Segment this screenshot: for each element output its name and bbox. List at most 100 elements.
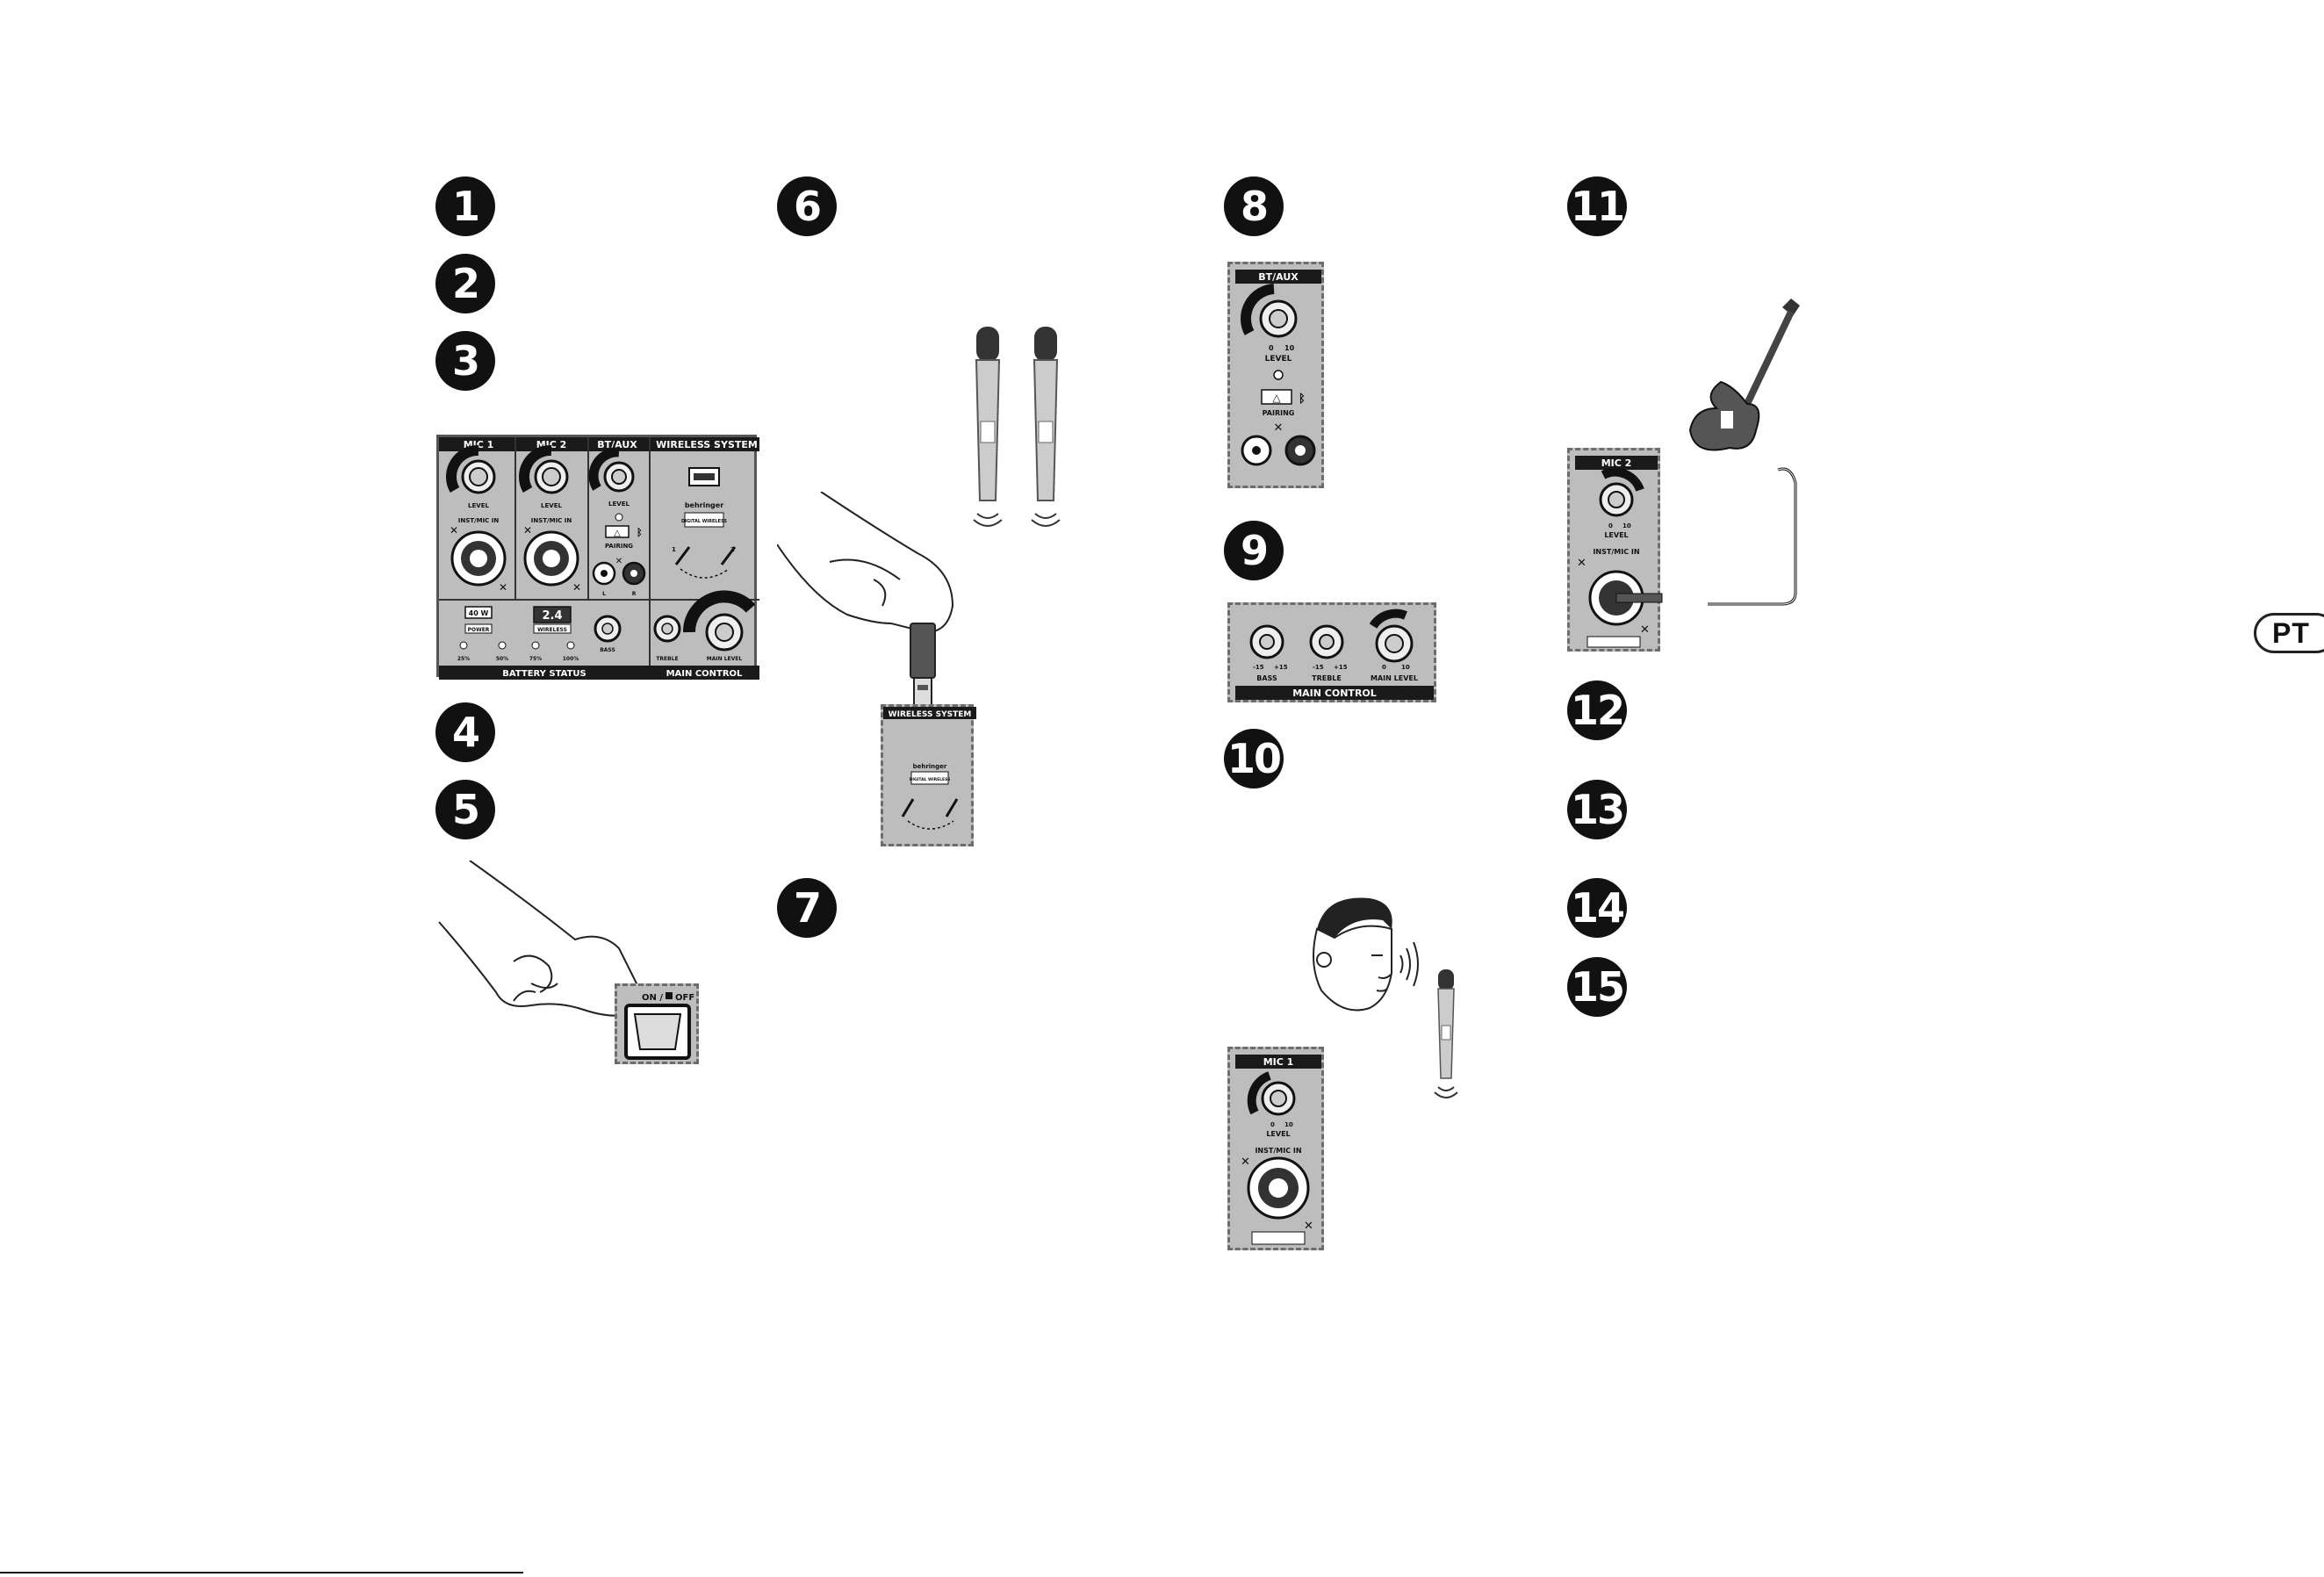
footer-rule	[0, 1572, 523, 1573]
hand-inserting-dongle-illustration	[777, 492, 954, 709]
treble-max-label: +15	[1334, 664, 1348, 671]
battery-100-label: 100%	[563, 656, 579, 662]
main-control-bass-label: BASS	[1256, 674, 1277, 682]
step-6-badge: 6	[777, 176, 837, 236]
wireless-panel-header: WIRELESS SYSTEM	[889, 710, 972, 719]
bluetooth-icon: ᛒ	[637, 527, 643, 538]
wireless-ch1-label: 1	[672, 546, 676, 553]
mic1-panel-input-label: INST/MIC IN	[1255, 1147, 1301, 1155]
mic2-panel-release-icon: ✕	[1577, 557, 1587, 570]
mic2-panel-release-icon-2: ✕	[1640, 623, 1650, 637]
mic1-panel-release-icon-2: ✕	[1304, 1220, 1313, 1233]
main-control-bass-knob[interactable]	[1249, 624, 1284, 659]
aux-release-icon: ✕	[615, 557, 622, 566]
mic1-panel-release-icon: ✕	[1241, 1156, 1250, 1169]
main-control-level-knob[interactable]	[1369, 608, 1414, 663]
main-level-min-label: 0	[1382, 664, 1386, 671]
btaux-level-knob[interactable]	[588, 447, 635, 493]
btaux-panel: BT/AUX 0 10 LEVEL △ ᛒ PAIRING ✕	[1227, 262, 1324, 488]
mic1-level-label: LEVEL	[468, 502, 489, 509]
mic1-combo-jack[interactable]	[450, 530, 507, 587]
pairing-label: PAIRING	[605, 543, 633, 550]
step-1-badge: 1	[435, 176, 495, 236]
mic2-release-icon: ✕	[523, 524, 532, 536]
wireless-mic1-icon	[674, 546, 691, 565]
mic2-panel-combo-jack[interactable]	[1588, 570, 1663, 626]
btaux-panel-bluetooth-icon: ᛒ	[1299, 392, 1306, 406]
mic2-panel-scale-max: 10	[1622, 522, 1631, 529]
btaux-panel-level-label: LEVEL	[1265, 355, 1292, 364]
usb-dongle[interactable]	[910, 623, 936, 709]
mic1-panel-header: MIC 1	[1263, 1056, 1294, 1068]
wireless-badge: 2.4	[542, 609, 562, 623]
power-badge: 40 W	[469, 609, 489, 617]
main-control-label: MAIN CONTROL	[666, 669, 743, 679]
btaux-panel-level-knob[interactable]	[1241, 284, 1298, 338]
wireless-system-panel: WIRELESS SYSTEM behringer DIGITAL WIRELE…	[881, 704, 976, 846]
language-tab[interactable]: PT	[2254, 613, 2324, 653]
wireless-panel-digital-label: DIGITAL WIRELESS	[910, 777, 951, 782]
treble-knob[interactable]	[653, 615, 681, 643]
mic1-panel-combo-jack[interactable]	[1247, 1156, 1310, 1220]
aux-left-label: L	[602, 591, 606, 597]
pairing-button[interactable]	[605, 525, 630, 538]
main-control-footer: MAIN CONTROL	[1292, 688, 1377, 699]
mic1-level-knob[interactable]	[446, 445, 496, 494]
btaux-header: BT/AUX	[597, 439, 637, 450]
brand-logo: behringer	[685, 501, 723, 509]
mic1-panel-level-knob[interactable]	[1247, 1071, 1296, 1116]
step-8-badge: 8	[1224, 176, 1284, 236]
btaux-scale-max: 10	[1284, 344, 1295, 352]
battery-75-label: 75%	[529, 656, 542, 662]
btaux-level-label: LEVEL	[608, 500, 630, 508]
pairing-triangle-icon: △	[614, 529, 621, 538]
step-7-badge: 7	[777, 878, 837, 938]
mic2-level-knob[interactable]	[519, 445, 569, 494]
mic2-panel-input-label: INST/MIC IN	[1593, 548, 1639, 556]
step-3-badge: 3	[435, 331, 495, 391]
electric-guitar-illustration	[1688, 299, 1800, 606]
bass-min-label: -15	[1253, 664, 1264, 671]
battery-25-label: 25%	[457, 656, 470, 662]
btaux-panel-pairing-label: PAIRING	[1263, 409, 1295, 417]
mic1-panel-scale-min: 0	[1270, 1121, 1275, 1128]
main-control-treble-knob[interactable]	[1309, 624, 1344, 659]
power-switch[interactable]	[624, 1004, 691, 1060]
main-control-level-label: MAIN LEVEL	[1371, 674, 1418, 682]
wireless-header: WIRELESS SYSTEM	[656, 439, 758, 450]
main-control-treble-label: TREBLE	[1312, 674, 1342, 682]
mic2-panel-scale-min: 0	[1608, 522, 1613, 529]
aux-right-label: R	[632, 591, 637, 597]
bass-label: BASS	[600, 647, 615, 653]
mic1-input-label: INST/MIC IN	[458, 517, 500, 524]
wireless-label: WIRELESS	[537, 627, 567, 633]
step-4-badge: 4	[435, 702, 495, 762]
wireless-microphones-illustration	[973, 327, 1061, 527]
btaux-scale-min: 0	[1269, 344, 1274, 352]
main-level-knob[interactable]	[682, 590, 756, 652]
bass-knob[interactable]	[594, 615, 622, 643]
digital-wireless-label: DIGITAL WIRELESS	[681, 519, 727, 524]
switch-on-label: ON /	[642, 993, 663, 1003]
wireless-mic2-icon	[720, 546, 737, 565]
battery-50-label: 50%	[496, 656, 508, 662]
main-level-max-label: 10	[1401, 664, 1410, 671]
btaux-panel-triangle-icon: △	[1272, 392, 1281, 404]
mic2-combo-jack[interactable]	[523, 530, 579, 587]
mic1-release-icon: ✕	[450, 524, 458, 536]
main-control-panel: -15 +15 -15 +15 0 10 BASS TREBLE MAIN LE…	[1227, 602, 1436, 702]
btaux-panel-release-icon: ✕	[1274, 421, 1284, 435]
btaux-panel-led	[1273, 370, 1284, 380]
mic2-input-label: INST/MIC IN	[531, 517, 572, 524]
off-mark-icon	[666, 992, 673, 999]
treble-label: TREBLE	[656, 656, 678, 662]
wireless-panel-brand: behringer	[913, 763, 947, 770]
battery-status-label: BATTERY STATUS	[502, 669, 586, 679]
btaux-panel-pairing-button[interactable]	[1261, 389, 1292, 405]
mic2-release-icon-2: ✕	[572, 581, 581, 594]
pairing-led	[615, 513, 623, 522]
mic1-release-icon-2: ✕	[499, 581, 507, 594]
mic2-panel-level-knob[interactable]	[1599, 467, 1644, 517]
step-5-badge: 5	[435, 780, 495, 839]
